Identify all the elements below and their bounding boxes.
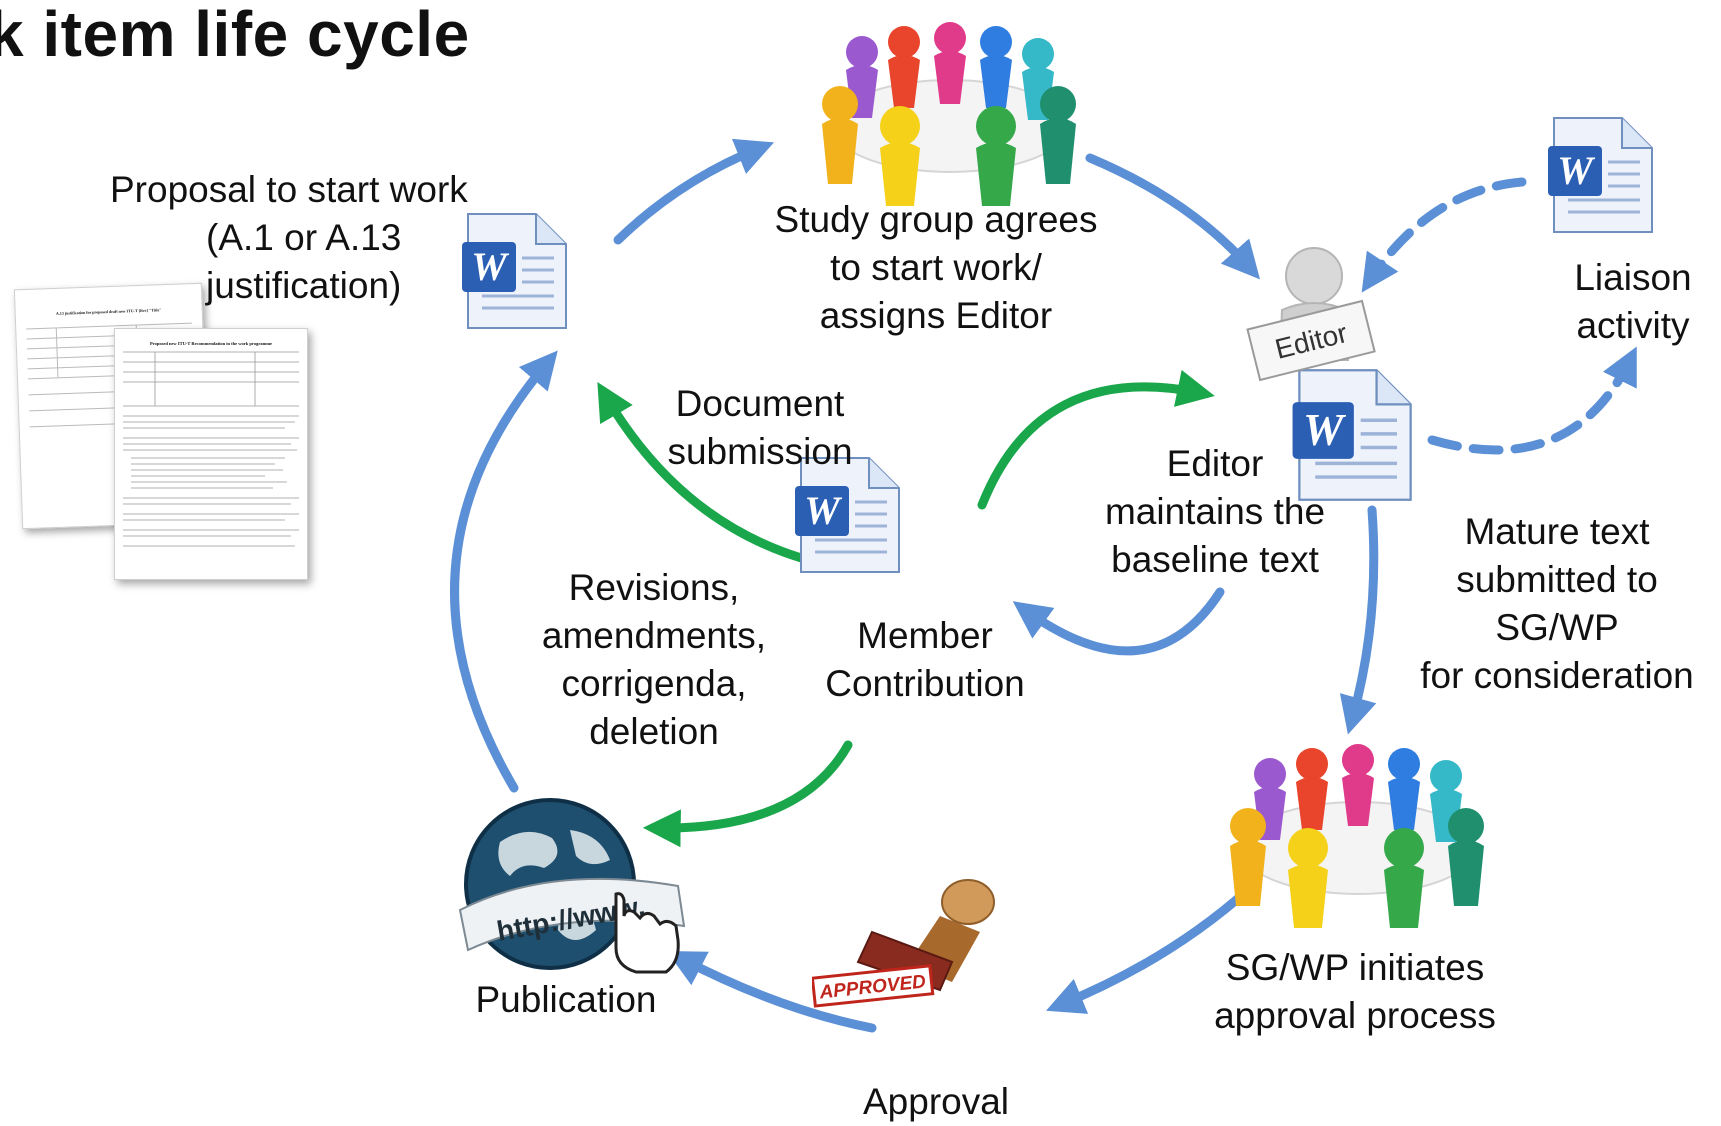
label-sgwp-initiates-line1: SG/WP initiates [1225,947,1485,988]
label-sgwp-initiates-line2: approval process [1214,995,1496,1036]
label-revisions-line3: corrigenda, [561,663,747,704]
arrow-publication-to-proposal [450,350,558,793]
label-revisions: Revisions, amendments, corrigenda, delet… [514,564,794,756]
word-document-icon: W [1292,369,1412,501]
label-document-submission: Document submission [640,380,880,476]
label-editor-maintains-line3: baseline text [1111,539,1319,580]
label-mature-text-line3: SG/WP [1495,607,1619,648]
label-revisions-line1: Revisions, [568,567,740,608]
label-study-group-line3: assigns Editor [819,295,1053,336]
svg-text:W: W [1557,148,1595,193]
arrow-proposal-to-studygroup [613,138,775,245]
label-mature-text: Mature text submitted to SG/WP for consi… [1394,508,1720,700]
globe-icon: http://www. [458,798,686,974]
arrow-editor-to-member [1012,587,1225,656]
label-document-submission-line2: submission [667,431,853,472]
label-editor-maintains: Editor maintains the baseline text [1080,440,1350,584]
label-editor-maintains-line2: maintains the [1104,491,1326,532]
label-sgwp-initiates: SG/WP initiates approval process [1190,944,1520,1040]
approved-stamp-icon: APPROVED [812,879,995,1008]
word-document-icon: W [795,457,900,573]
label-proposal-line1: Proposal to start work [110,169,468,210]
meeting-group-icon [822,22,1076,206]
arrow-member-to-publication [642,740,853,848]
svg-text:W: W [804,488,842,533]
word-document-icon: W [462,213,567,329]
label-document-submission-line1: Document [675,383,845,424]
label-liaison: Liaison activity [1548,254,1718,350]
editor-person-icon: Editor [1246,247,1376,382]
label-member-contribution-line2: Contribution [825,663,1025,704]
label-proposal-line2: (A.1 or A.13 [206,217,402,258]
label-editor-maintains-line1: Editor [1166,443,1264,484]
arrow-editor-to-liaison [1427,346,1637,455]
label-proposal-line3: justification) [206,265,402,306]
arrow-editor-to-sgwp [1339,505,1379,735]
arrow-approval-to-publication [666,951,877,1033]
label-member-contribution-line1: Member [857,615,993,656]
arrow-liaison-to-editor [1361,177,1527,293]
label-revisions-line2: amendments, [541,615,767,656]
label-study-group-line2: to start work/ [830,247,1042,288]
label-study-group: Study group agrees to start work/ assign… [736,196,1136,340]
label-mature-text-line1: Mature text [1464,511,1650,552]
page-title: k item life cycle [0,0,470,70]
label-liaison-line1: Liaison [1574,257,1692,298]
label-liaison-line2: activity [1576,305,1690,346]
label-approval: Approval [862,1081,1010,1122]
label-publication: Publication [475,979,657,1020]
doc-front-title: Proposed new ITU-T Recommendation in the… [149,341,273,346]
label-member-contribution: Member Contribution [800,612,1050,708]
proposal-document-front: Proposed new ITU-T Recommendation in the… [114,328,308,580]
arrow-member-to-editor [977,369,1215,510]
arrow-sgwp-to-approval [1046,883,1255,1014]
label-revisions-line4: deletion [589,711,719,752]
doc-front-lines [123,351,299,547]
label-mature-text-line2: submitted to [1456,559,1658,600]
word-document-icon: W [1548,117,1653,233]
svg-text:W: W [471,244,509,289]
arrow-studygroup-to-editor [1085,153,1261,280]
label-study-group-line1: Study group agrees [774,199,1098,240]
label-mature-text-line4: for consideration [1420,655,1694,696]
meeting-group-icon [1230,744,1484,928]
svg-text:W: W [1303,405,1347,455]
label-proposal: Proposal to start work (A.1 or A.13 just… [110,166,468,310]
